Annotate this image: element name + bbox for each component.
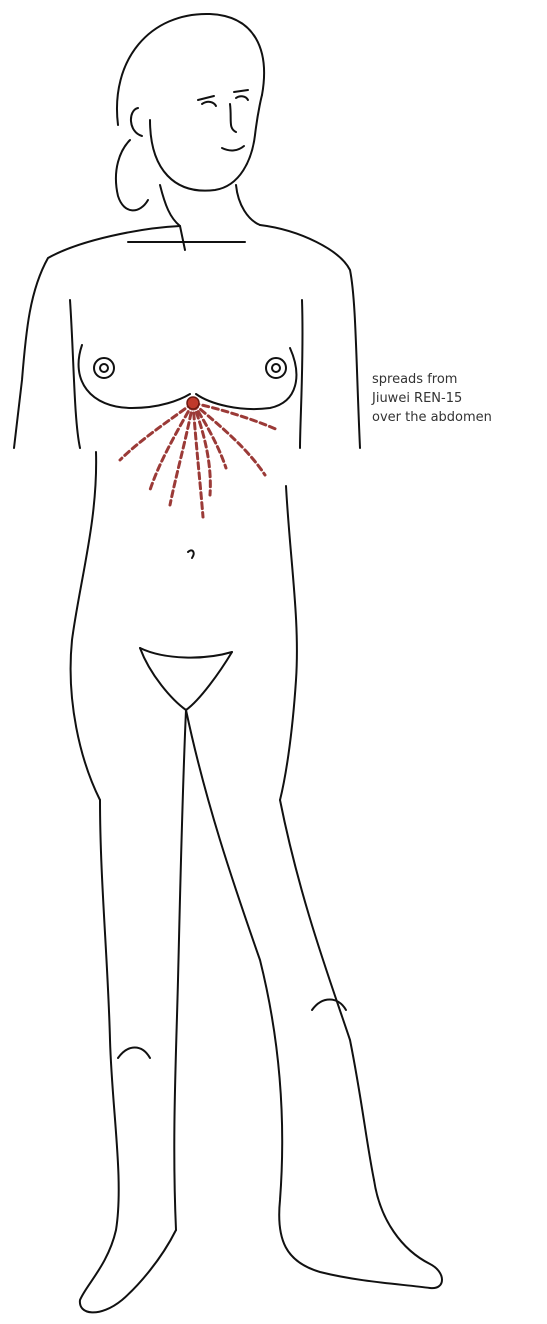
- label-line-3: over the abdomen: [372, 408, 544, 427]
- channel-line-4: [193, 403, 203, 517]
- channel-line-7: [193, 403, 265, 475]
- jiuwei-ren15-point: [187, 397, 199, 409]
- label-line-2: Jiuwei REN-15: [372, 389, 544, 408]
- channel-line-2: [150, 403, 193, 490]
- channel-lines: [120, 403, 278, 517]
- label-line-1: spreads from: [372, 370, 544, 389]
- channel-label: spreads from Jiuwei REN-15 over the abdo…: [372, 370, 544, 427]
- body-outline: [14, 14, 442, 1312]
